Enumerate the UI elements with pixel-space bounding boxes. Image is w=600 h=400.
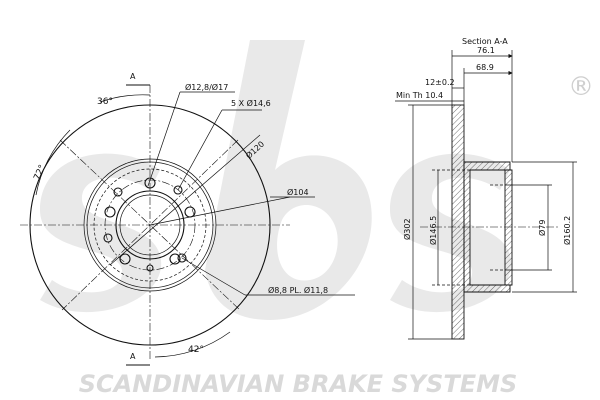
hat-flange — [504, 169, 513, 286]
section-view: Section A-A 76.1 68.9 12±0.2 Min Th 10.4… — [395, 37, 577, 340]
angle-label-42: 42° — [188, 345, 204, 355]
leader-pin — [181, 257, 246, 296]
leader-bore — [149, 196, 291, 226]
label-pin-holes: Ø8,8 PL. Ø11,8 — [268, 285, 328, 295]
angle-arc-36 — [99, 94, 151, 103]
angle-arc-42 — [154, 331, 231, 358]
pin-hole — [177, 253, 187, 263]
bolt-hole — [184, 206, 196, 218]
bolt-hole — [104, 206, 116, 218]
leader-stud — [177, 109, 223, 191]
label-hub-bore: Ø104 — [287, 187, 309, 197]
dim-hat-depth: 68.9 — [476, 63, 494, 72]
leader-bolt-hole — [147, 91, 181, 187]
label-bolt-hole: Ø12,8/Ø17 — [185, 82, 228, 92]
angle-label-36: 36° — [97, 97, 113, 107]
leader-pcd — [109, 134, 261, 266]
front-view: A A 36° 72° 42° Ø12,8/Ø17 5 X Ø14,6 Ø120… — [20, 72, 355, 366]
registered-mark: ® — [568, 72, 594, 102]
dim-inner-dia: Ø146.5 — [428, 216, 438, 245]
dim-thickness: 12±0.2 — [425, 78, 455, 87]
section-title: Section A-A — [462, 37, 508, 46]
footer-brand-text: SCANDINAVIAN BRAKE SYSTEMS — [79, 370, 518, 398]
pin-hole — [173, 185, 183, 195]
bolt-hole — [169, 253, 181, 265]
dim-min-th: Min Th 10.4 — [396, 91, 443, 100]
dim-overall-height: 76.1 — [477, 46, 495, 55]
section-mark-bottom: A — [130, 352, 136, 361]
pin-hole — [103, 233, 113, 243]
dim-outer-dia: Ø302 — [402, 218, 412, 240]
bolt-hole — [119, 253, 131, 265]
angle-arc-72 — [35, 129, 71, 196]
pin-hole — [113, 187, 123, 197]
dim-center-bore: Ø79 — [537, 220, 547, 236]
dim-hat-dia: Ø160.2 — [562, 216, 572, 245]
friction-ring-section — [451, 104, 465, 340]
label-stud-count: 5 X Ø14,6 — [231, 98, 271, 108]
section-mark-top: A — [130, 72, 136, 81]
